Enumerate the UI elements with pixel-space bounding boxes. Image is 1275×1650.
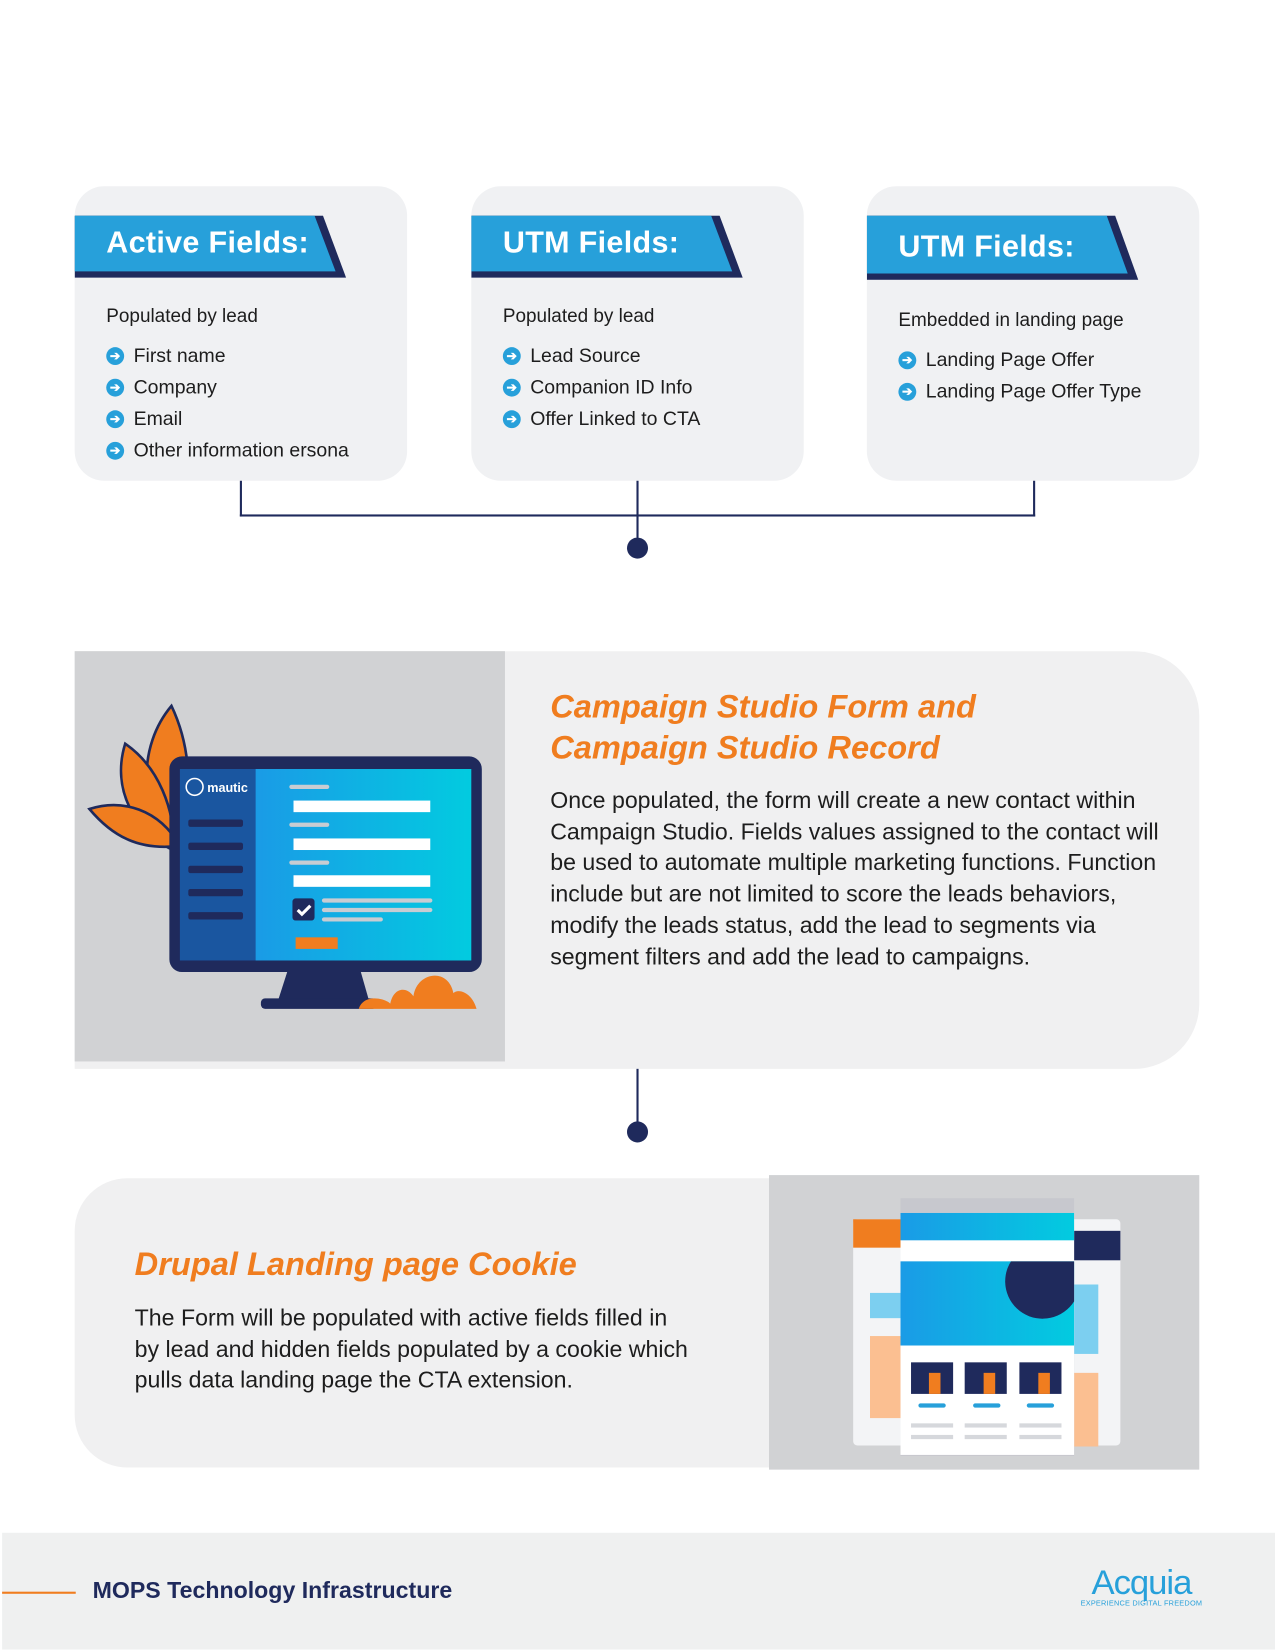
list-item: ➔ Landing Page Offer: [898, 344, 1141, 376]
footer: [2, 1532, 1275, 1650]
list-item: ➔ Email: [106, 403, 349, 435]
arrow-right-icon: ➔: [106, 378, 125, 397]
card-subtitle: Populated by lead: [106, 305, 258, 327]
card-title: Active Fields:: [106, 226, 310, 260]
item-label: Company: [133, 375, 217, 398]
utm-embedded-card: UTM Fields: Embedded in landing page ➔ La…: [866, 186, 1200, 481]
mautic-logo-text: mautic: [207, 781, 248, 795]
item-label: Lead Source: [530, 344, 641, 367]
connector-dot: [626, 537, 649, 559]
field-list: ➔ Landing Page Offer ➔ Landing Page Offer …: [898, 344, 1141, 407]
arrow-right-icon: ➔: [502, 378, 521, 397]
drupal-body: The Form will be populated with active f…: [134, 1304, 688, 1394]
connector-line: [636, 480, 639, 546]
list-item: ➔ Landing Page Offer Type: [898, 376, 1141, 408]
field-list: ➔ Lead Source ➔ Companion ID Info ➔ Offer L…: [502, 340, 701, 435]
arrow-right-icon: ➔: [898, 350, 917, 369]
arrow-right-icon: ➔: [502, 346, 521, 365]
drupal-section: [74, 1178, 780, 1468]
field-list: ➔ First name ➔ Company ➔ Email ➔ Other infor…: [106, 340, 349, 466]
card-title: UTM Fields:: [898, 230, 1075, 265]
campaign-title-line2: Campaign Studio Record: [550, 729, 940, 766]
item-label: Landing Page Offer Type: [925, 379, 1142, 402]
drupal-title: Drupal Landing page Cookie: [134, 1245, 577, 1283]
utm-fields-card: UTM Fields: Populated by lead ➔ Lead Sour…: [471, 186, 804, 481]
item-label: Email: [133, 407, 183, 430]
campaign-title-line1: Campaign Studio Form and: [550, 688, 976, 725]
item-label: Landing Page Offer: [925, 348, 1095, 371]
connector-line: [636, 1068, 639, 1130]
arrow-right-icon: ➔: [502, 409, 521, 428]
landing-page-illustration: [769, 1175, 1200, 1470]
acquia-logo-text: Acquia: [1091, 1562, 1192, 1602]
acquia-tagline: EXPERIENCE DIGITAL FREEDOM: [1080, 1600, 1203, 1608]
item-label: Other information ersona: [133, 438, 349, 461]
acquia-logo: Acquia EXPERIENCE DIGITAL FREEDOM: [1077, 1562, 1205, 1608]
list-item: ➔ Company: [106, 371, 349, 403]
connector-dot: [626, 1121, 649, 1143]
list-item: ➔ Companion ID Info: [502, 371, 701, 403]
footer-title: MOPS Technology Infrastructure: [92, 1576, 453, 1604]
item-label: Companion ID Info: [530, 375, 693, 398]
arrow-right-icon: ➔: [106, 409, 125, 428]
card-subtitle: Populated by lead: [502, 305, 655, 327]
list-item: ➔ Other information ersona: [106, 434, 349, 466]
list-item: ➔ Lead Source: [502, 340, 701, 372]
item-label: Offer Linked to CTA: [530, 407, 701, 430]
arrow-right-icon: ➔: [106, 346, 125, 365]
active-fields-card: Active Fields: Populated by lead ➔ First …: [74, 186, 408, 481]
connector-line: [1033, 480, 1036, 517]
list-item: ➔ First name: [106, 340, 349, 372]
connector-line: [239, 480, 242, 517]
item-label: First name: [133, 344, 226, 367]
list-item: ➔ Offer Linked to CTA: [502, 403, 701, 435]
arrow-right-icon: ➔: [106, 441, 125, 460]
arrow-right-icon: ➔: [898, 382, 917, 401]
footer-accent-line: [2, 1591, 76, 1594]
mautic-illustration: mautic: [74, 651, 505, 1062]
campaign-body: Once populated, the form will create a n…: [550, 786, 1159, 970]
card-subtitle: Embedded in landing page: [898, 309, 1124, 331]
card-title: UTM Fields:: [502, 226, 680, 260]
campaign-title: Campaign Studio Form and Campaign Studio…: [550, 686, 976, 768]
